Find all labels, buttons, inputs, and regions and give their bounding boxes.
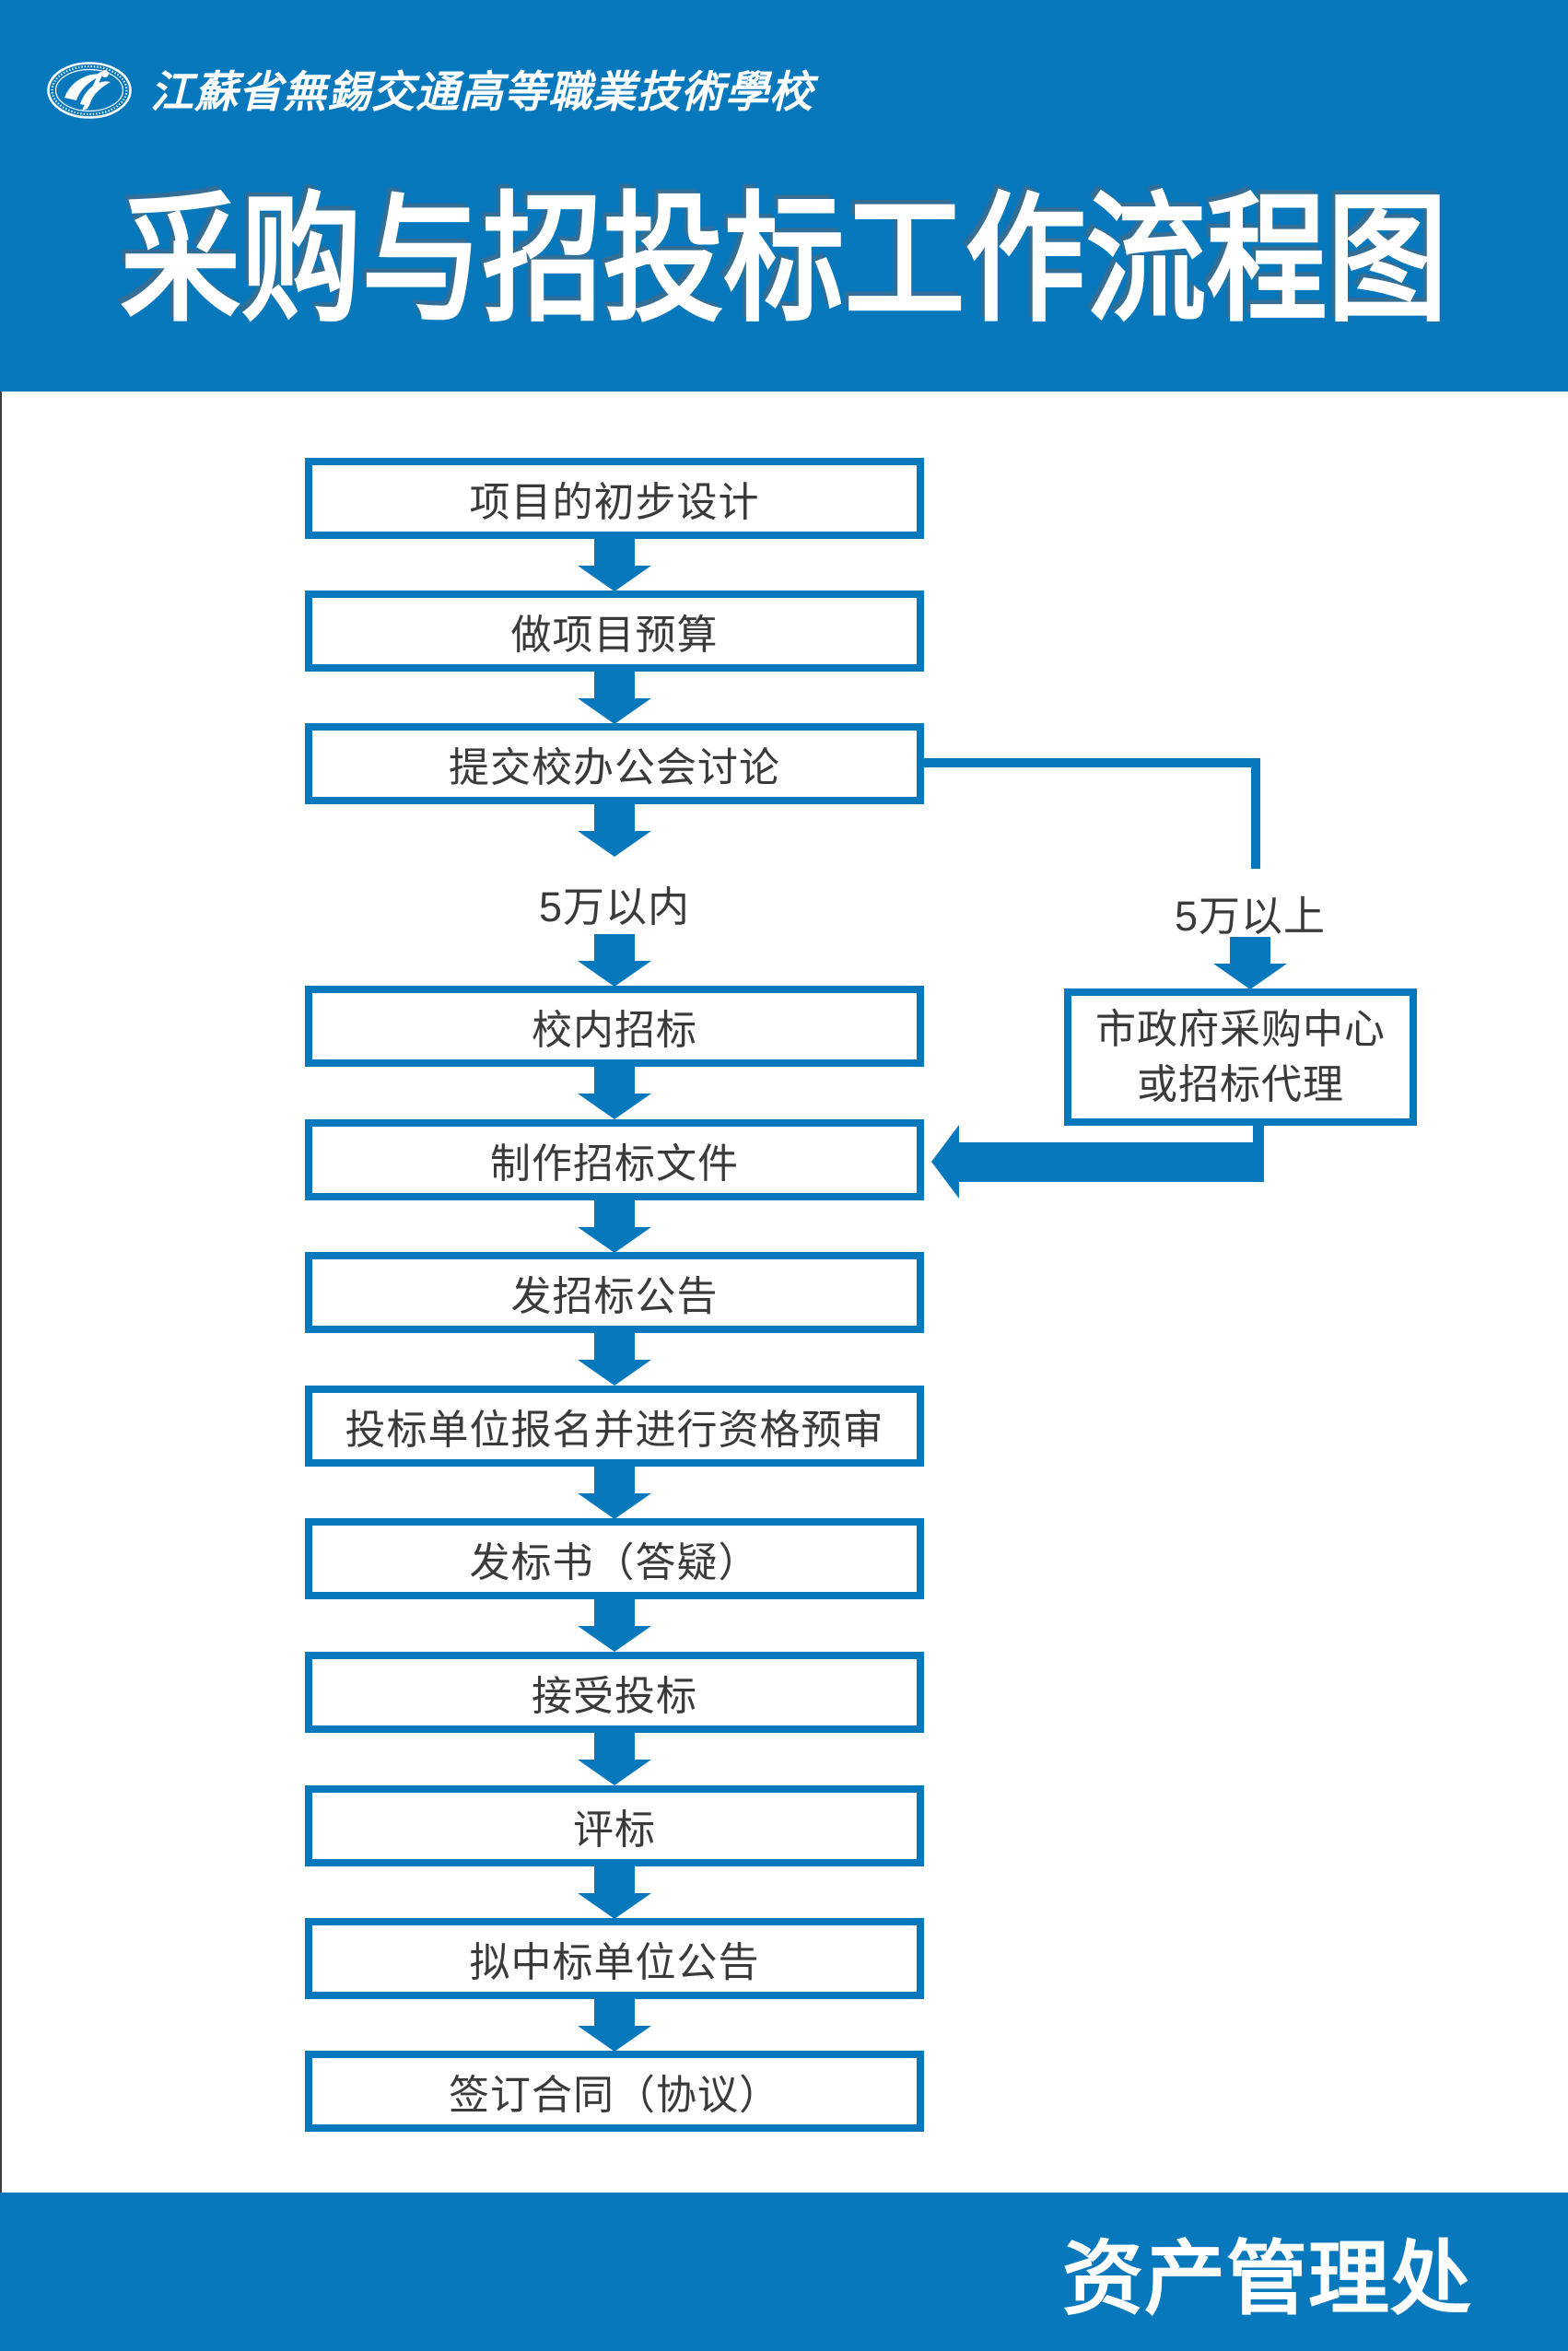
flow-step-5: 制作招标文件 <box>305 1119 924 1200</box>
flow-step-2: 做项目预算 <box>305 591 924 672</box>
down-arrow <box>578 804 651 857</box>
down-arrow <box>578 1067 651 1119</box>
flow-step-1: 项目的初步设计 <box>305 458 924 539</box>
department-title: 资产管理处 <box>1061 2235 1472 2325</box>
flow-step-10: 评标 <box>305 1785 924 1866</box>
branch-label-under-50k: 5万以内 <box>538 883 691 930</box>
down-arrow <box>578 1999 651 2052</box>
agency-box: 市政府采购中心 或招标代理 <box>1064 988 1417 1126</box>
page-edge-line <box>0 392 2 2193</box>
school-name: 江蘇省無錫交通高等職業技術學校 <box>150 69 813 117</box>
left-arrow-head <box>931 1125 959 1199</box>
poster-title: 采购与招投标工作流程图 <box>120 183 1448 340</box>
down-arrow <box>578 1200 651 1253</box>
school-logo-icon <box>47 62 132 119</box>
flow-step-9: 接受投标 <box>305 1652 924 1733</box>
header-band: 江蘇省無錫交通高等職業技術學校 采购与招投标工作流程图 <box>0 0 1568 392</box>
down-arrow <box>578 934 651 987</box>
return-arrow-shaft <box>959 1142 1264 1182</box>
down-arrow <box>578 1467 651 1519</box>
flow-step-4: 校内招标 <box>305 986 924 1067</box>
footer-band: 资产管理处 <box>0 2193 1568 2351</box>
flow-step-7: 投标单位报名并进行资格预审 <box>305 1386 924 1467</box>
branch-connector-vertical <box>1251 758 1260 869</box>
down-arrow <box>578 672 651 724</box>
agency-box-line1: 市政府采购中心 <box>1095 1006 1386 1052</box>
branch-label-over-50k: 5万以上 <box>1174 893 1327 940</box>
flow-step-11: 拟中标单位公告 <box>305 1918 924 1999</box>
branch-connector-horizontal <box>920 758 1260 767</box>
agency-box-line2: 或招标代理 <box>1137 1061 1344 1107</box>
down-arrow <box>578 1333 651 1386</box>
down-arrow <box>578 1733 651 1785</box>
flow-step-12: 签订合同（协议） <box>305 2051 924 2132</box>
down-arrow <box>578 539 651 591</box>
flow-step-8: 发标书（答疑） <box>305 1518 924 1599</box>
down-arrow <box>578 1866 651 1919</box>
flow-step-6: 发招标公告 <box>305 1252 924 1333</box>
flow-step-3: 提交校办公会讨论 <box>305 723 924 804</box>
down-arrow <box>1213 937 1287 989</box>
down-arrow <box>578 1599 651 1652</box>
